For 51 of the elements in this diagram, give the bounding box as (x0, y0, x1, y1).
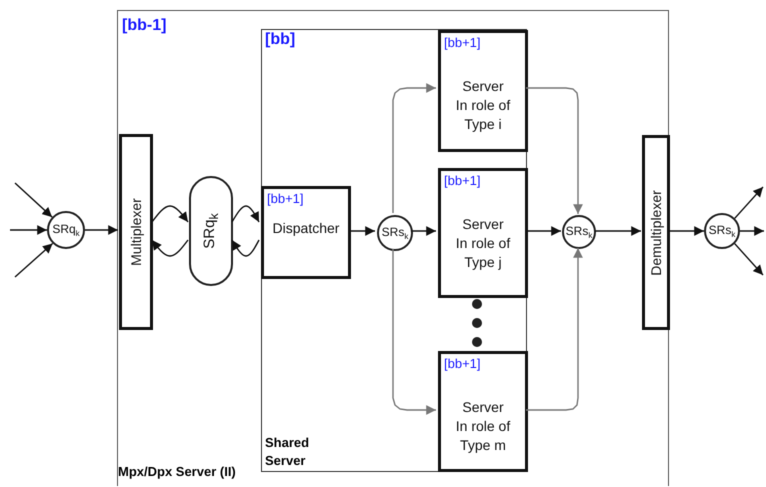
server-frame (117, 10, 669, 486)
shared-server-frame (261, 29, 527, 472)
server-box (438, 30, 528, 152)
arrow (740, 226, 764, 236)
box-label: Server In role of Type i (456, 77, 510, 134)
queue-label: SRs$_{k}$ (566, 224, 592, 240)
queue-circle (47, 211, 85, 249)
level-tag: [bb+1] (444, 35, 481, 50)
arrow (411, 226, 436, 236)
arrow (595, 226, 641, 236)
arrow (734, 243, 764, 276)
server-box (438, 168, 528, 298)
arrow (10, 225, 47, 235)
queue-circle (377, 215, 413, 251)
arrow (14, 182, 53, 218)
level-tag: [bb+1] (267, 191, 304, 206)
multiplexer-bar (119, 134, 153, 330)
dispatcher-box (261, 186, 351, 279)
demultiplexer-bar (642, 135, 670, 330)
queue-label: SRq$_{k}$ (52, 222, 80, 238)
arrow (231, 240, 260, 257)
frame-title: Mpx/Dpx Server (II) (118, 464, 236, 479)
box-label: Server In role of Type m (456, 398, 510, 455)
arrow (526, 87, 583, 214)
arrow (85, 225, 118, 235)
level-tag: [bb-1] (122, 17, 166, 35)
arrow (349, 226, 375, 236)
arrow (392, 83, 436, 213)
queue-pill (189, 176, 233, 286)
arrow (231, 205, 260, 222)
queue-label: SRs$_{k}$ (382, 224, 408, 242)
level-tag: [bb] (265, 31, 296, 49)
arrow (151, 240, 189, 257)
level-tag: [bb+1] (444, 356, 481, 371)
arrow (14, 242, 54, 278)
frame-title: Shared Server (265, 434, 310, 470)
box-label: Server In role of Type j (456, 215, 510, 272)
arrow (526, 226, 561, 236)
arrow (734, 186, 764, 219)
arrow (392, 249, 436, 415)
bar-label: Multiplexer (128, 198, 144, 266)
box-label: Dispatcher (272, 219, 340, 238)
arrow (151, 205, 189, 222)
queue-label: SRs$_{k}$ (708, 222, 736, 240)
server-box (438, 351, 528, 472)
queue-circle (562, 215, 596, 249)
arrow (669, 226, 704, 236)
level-tag: [bb+1] (444, 173, 481, 188)
queue-circle (704, 213, 740, 249)
arrow (526, 248, 583, 411)
bar-label: Demultiplexer (648, 190, 664, 276)
